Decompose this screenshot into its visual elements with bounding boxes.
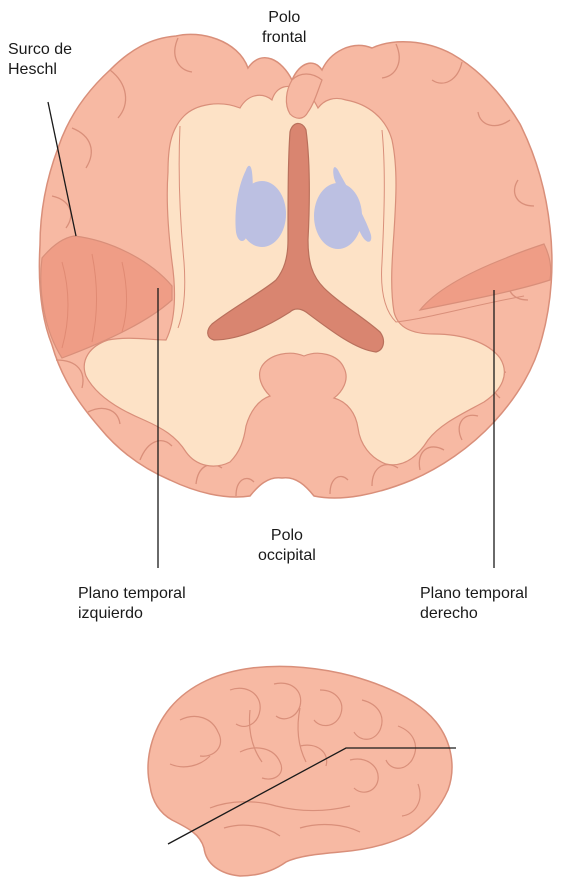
label-left-planum-line1: Plano temporal <box>78 584 186 604</box>
label-left-planum-temporale: Plano temporal izquierdo <box>78 584 186 624</box>
label-right-planum-temporale: Plano temporal derecho <box>420 584 528 624</box>
label-frontal-pole: Polo frontal <box>262 8 306 48</box>
lentiform-left <box>238 181 286 247</box>
lentiform-right <box>314 183 362 249</box>
label-occipital-line1: Polo <box>258 526 316 546</box>
label-right-planum-line2: derecho <box>420 604 528 624</box>
label-occipital-pole: Polo occipital <box>258 526 316 566</box>
label-right-planum-line1: Plano temporal <box>420 584 528 604</box>
axial-brain-section <box>39 34 552 498</box>
label-frontal-line1: Polo <box>262 8 306 28</box>
label-heschl-line2: Heschl <box>8 60 72 80</box>
label-left-planum-line2: izquierdo <box>78 604 186 624</box>
label-heschl-line1: Surco de <box>8 40 72 60</box>
lateral-brain-view <box>148 666 452 876</box>
label-occipital-line2: occipital <box>258 546 316 566</box>
label-heschl-sulcus: Surco de Heschl <box>8 40 72 80</box>
label-frontal-line2: frontal <box>262 28 306 48</box>
